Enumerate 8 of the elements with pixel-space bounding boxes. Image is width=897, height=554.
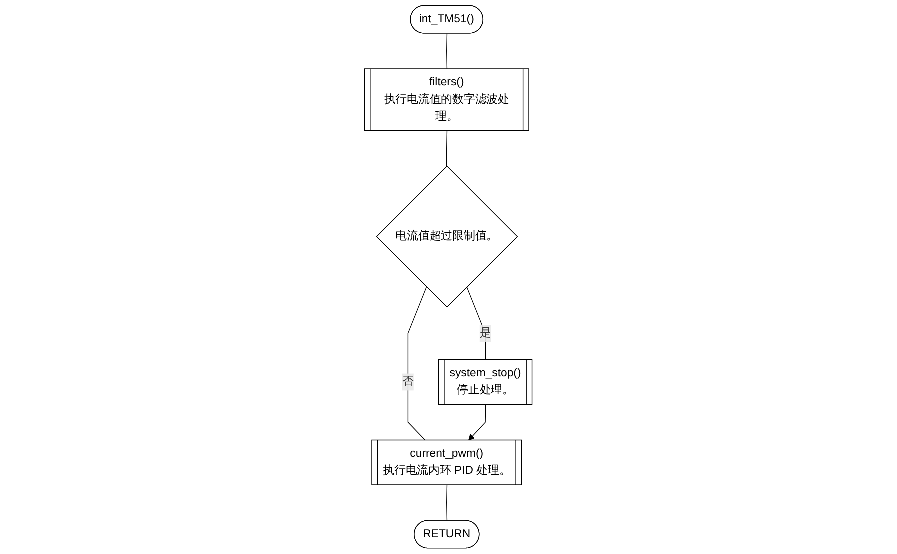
edge-label: 否 bbox=[402, 376, 414, 388]
node-diamond: 电流值超过限制值。 bbox=[376, 166, 518, 308]
edge-label: 是 bbox=[480, 327, 492, 340]
connector bbox=[446, 485, 448, 522]
connector bbox=[408, 286, 428, 441]
arrow bbox=[468, 404, 486, 441]
connector bbox=[446, 33, 448, 70]
connector bbox=[446, 130, 448, 167]
